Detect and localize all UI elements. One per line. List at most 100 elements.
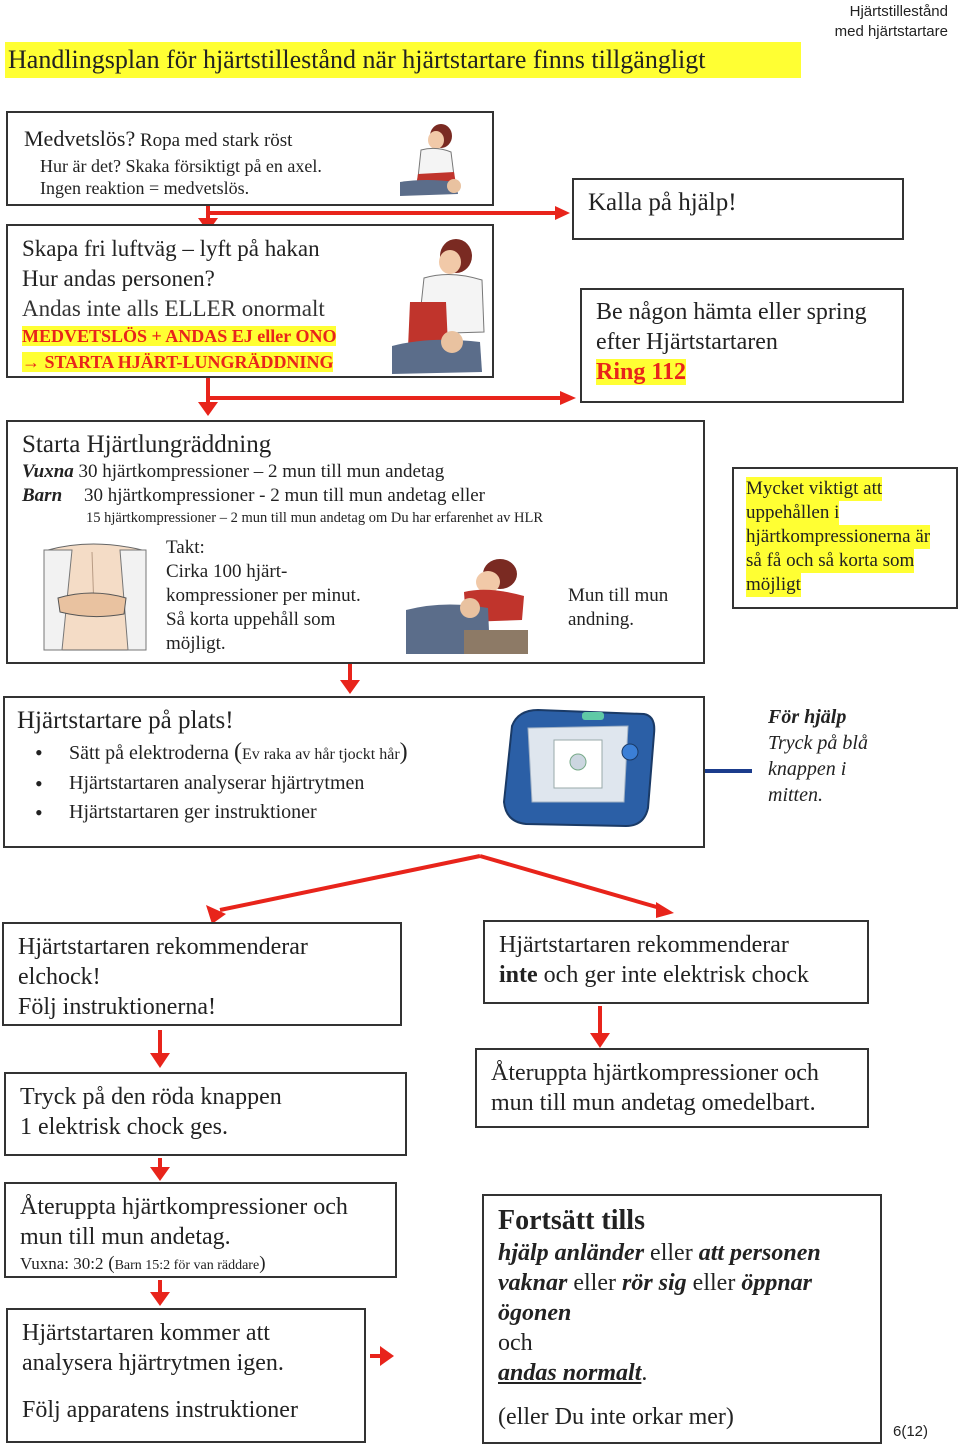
analyze-again-box: Hjärtstartaren kommer att analysera hjär… — [6, 1308, 366, 1443]
resume-now-line2: mun till mun andetag omedelbart. — [491, 1090, 816, 1116]
help-note-line3: knappen i — [768, 758, 847, 780]
header-corner-label: Hjärtstillestånd med hjärtstartare — [835, 2, 948, 42]
rate-line4: Så korta uppehåll som — [166, 609, 336, 630]
rate-line3: kompressioner per minut. — [166, 585, 361, 606]
call-help-text: Kalla på hjälp! — [588, 189, 737, 216]
mouth-to-mouth-illustration — [406, 559, 528, 654]
help-note-line4: mitten. — [768, 784, 823, 806]
important-line3: hjärtkompressionerna är — [746, 525, 931, 549]
cpr-child-row: Barn 30 hjärtkompressioner - 2 mun till m… — [22, 484, 485, 508]
continue-line4: och — [498, 1330, 533, 1356]
step1-line2: Hur är det? Skaka försiktigt på en axel. — [40, 156, 322, 176]
moves: rör sig — [621, 1270, 687, 1296]
step1-shout: Ropa med stark röst — [135, 130, 293, 151]
resume-now-line1: Återuppta hjärtkompressioner och — [491, 1060, 819, 1086]
important-line5: möjligt — [746, 573, 801, 597]
noshock-line2: inte och ger inte elektrisk chock — [499, 960, 867, 990]
adult-text: 30 hjärtkompressioner – 2 mun till mun a… — [73, 461, 445, 482]
resume-paren-open: ( — [103, 1253, 115, 1274]
press-line1: Tryck på den röda knappen — [20, 1084, 282, 1110]
step2-conclusion: MEDVETSLÖS + ANDAS EJ eller ONO — [22, 326, 337, 346]
step2-line1: Skapa fri luftväg – lyft på hakan — [22, 236, 320, 261]
press-line2: 1 elektrisk chock ges. — [20, 1114, 228, 1140]
rescuer-shaking-illustration — [400, 124, 461, 196]
step1-line3: Ingen reaktion = medvetslös. — [40, 178, 250, 198]
continue-period: . — [641, 1360, 648, 1386]
mouth-to-mouth-label: Mun till mun andning. — [568, 584, 668, 632]
aed-step-electrodes: Sätt på elektroderna (Ev raka av hår tjo… — [5, 738, 505, 769]
continue-title: Fortsätt tills — [498, 1205, 645, 1236]
electrodes-paren-open: ( — [233, 739, 242, 765]
shock-recommended-box: Hjärtstartaren rekommenderar elchock! Fö… — [2, 922, 402, 1026]
fetch-line2: efter Hjärtstartaren — [596, 329, 778, 355]
resume-line2: mun till mun andetag. — [20, 1224, 231, 1250]
help-note-line2: Tryck på blå — [768, 732, 868, 754]
resume-cpr-box: Återuppta hjärtkompressioner och mun til… — [4, 1182, 397, 1278]
no-shock-box: Hjärtstartaren rekommenderar inte och ge… — [483, 920, 869, 1004]
continue-line3: ögonen — [498, 1300, 572, 1326]
cpr-box: Starta Hjärtlungräddning Vuxna 30 hjärtk… — [6, 420, 705, 664]
continue-or3: eller — [686, 1270, 742, 1296]
noshock-line1: Hjärtstartaren rekommenderar — [499, 932, 789, 958]
shock-line2: elchock! — [18, 964, 101, 990]
step2-line2: Hur andas personen? — [22, 266, 215, 291]
electrodes-note: Ev raka av hår tjockt hår — [241, 746, 400, 763]
continue-until-box: Fortsätt tills hjälp anländer eller att … — [482, 1194, 882, 1444]
continue-or1: eller — [644, 1240, 699, 1266]
aed-title: Hjärtstartare på plats! — [17, 707, 234, 734]
page-number: 6(12) — [893, 1423, 929, 1440]
continue-line2: vaknar eller rör sig eller öppnar — [498, 1268, 880, 1298]
person-phrase: att personen — [698, 1240, 821, 1266]
continue-or2: eller — [567, 1270, 622, 1296]
step-unconscious-box: Medvetslös? Ropa med stark röst Hur är d… — [6, 111, 494, 206]
aed-step-analyze: Hjärtstartaren analyserar hjärtrytmen — [5, 769, 505, 798]
analyze-line2: analysera hjärtrytmen igen. — [22, 1350, 284, 1376]
fetch-line1: Be någon hämta eller spring — [596, 299, 867, 325]
continue-line5: andas normalt. — [498, 1358, 880, 1388]
step1-unconscious-label: Medvetslös? — [24, 126, 136, 151]
continue-line6: (eller Du inte orkar mer) — [498, 1404, 734, 1430]
important-line1: Mycket viktigt att — [746, 477, 883, 501]
continue-line1: hjälp anländer eller att personen — [498, 1238, 880, 1268]
corner-line-1: Hjärtstillestånd — [849, 3, 948, 20]
step2-start-cpr: → STARTA HJÄRT-LUNGRÄDDNING — [22, 352, 334, 372]
rate-line1: Takt: — [166, 537, 205, 558]
adult-label: Vuxna — [22, 461, 74, 482]
resume-line1: Återuppta hjärtkompressioner och — [20, 1194, 348, 1220]
wakes: vaknar — [498, 1270, 568, 1296]
rate-line2: Cirka 100 hjärt- — [166, 561, 288, 582]
step2-line5: → STARTA HJÄRT-LUNGRÄDDNING — [22, 350, 492, 376]
mouth-line2: andning. — [568, 609, 634, 630]
call-112: Ring 112 — [596, 359, 687, 385]
important-line2: uppehållen i — [746, 501, 840, 525]
fetch-aed-box: Be någon hämta eller spring efter Hjärts… — [580, 288, 904, 403]
electrodes-text: Sätt på elektroderna — [69, 742, 234, 764]
resume-adult-ratio: Vuxna: 30:2 — [20, 1254, 104, 1273]
opens: öppnar — [741, 1270, 812, 1296]
rate-line5: möjligt. — [166, 633, 226, 654]
help-arrives: hjälp anländer — [498, 1240, 645, 1266]
step1-line1: Medvetslös? Ropa med stark röst — [24, 125, 492, 155]
corner-line-2: med hjärtstartare — [834, 23, 948, 40]
cpr-title: Starta Hjärtlungräddning — [22, 431, 272, 458]
defibrillator-illustration — [502, 708, 656, 828]
noshock-rest: och ger inte elektrisk chock — [537, 962, 809, 988]
cpr-adult-row: Vuxna 30 hjärtkompressioner – 2 mun till… — [22, 460, 444, 484]
help-note-line1: För hjälp — [768, 706, 847, 728]
analyze-line1: Hjärtstartaren kommer att — [22, 1320, 270, 1346]
step2-line3: Andas inte alls ELLER onormalt — [22, 296, 325, 321]
mouth-line1: Mun till mun — [568, 585, 669, 606]
resume-child-ratio: Barn 15:2 för van räddare — [114, 1258, 260, 1273]
page-title: Handlingsplan för hjärtstillestånd när h… — [5, 42, 801, 78]
resume-immediately-box: Återuppta hjärtkompressioner och mun til… — [475, 1048, 869, 1128]
resume-paren-close: ) — [259, 1253, 266, 1274]
child-label: Barn — [22, 485, 63, 506]
noshock-not: inte — [499, 962, 538, 988]
cpr-child-alt: 15 hjärtkompressioner – 2 mun till mun a… — [86, 510, 544, 526]
child-text: 30 hjärtkompressioner - 2 mun till mun a… — [84, 485, 486, 506]
important-note-box: Mycket viktigt att uppehållen i hjärtkom… — [732, 467, 958, 609]
chest-hands-illustration — [43, 543, 147, 651]
analyze-line3: Följ apparatens instruktioner — [22, 1397, 298, 1423]
rescuer-airway-illustration — [392, 239, 485, 374]
